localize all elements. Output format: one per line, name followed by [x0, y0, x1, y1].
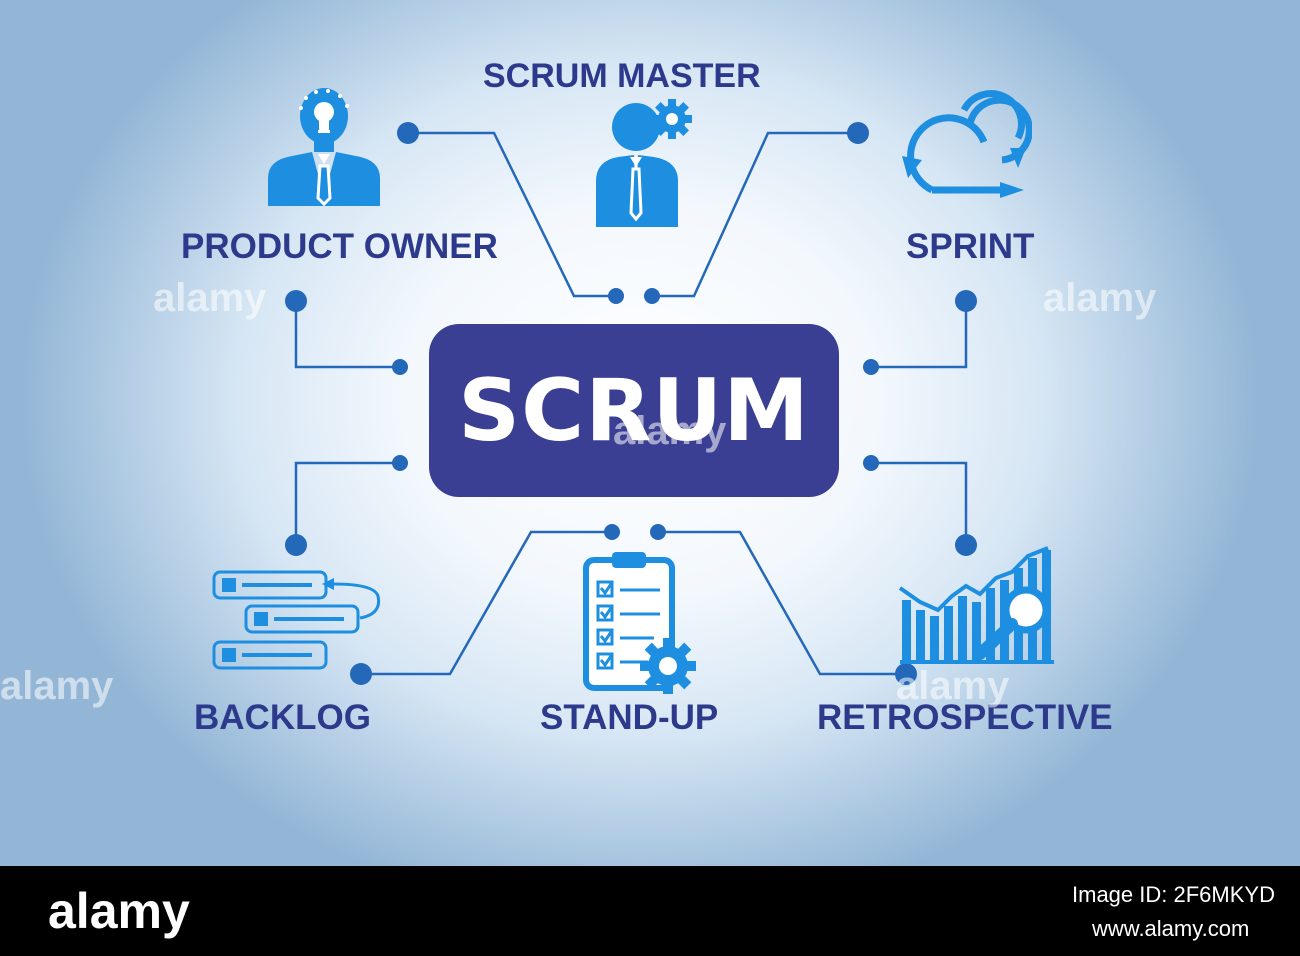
checklist-gear-icon: [583, 552, 696, 694]
connector-dot: [863, 455, 879, 471]
connector-dot: [895, 663, 917, 685]
connector-dot: [644, 288, 660, 304]
connector-dot: [847, 122, 869, 144]
connector-dot: [955, 290, 977, 312]
watermark: alamy: [613, 409, 727, 453]
connector-sprint: [871, 301, 968, 369]
connector-retrospective-bottom: [658, 530, 906, 676]
watermark: alamy: [0, 664, 114, 708]
scrum-diagram-canvas: SCRUM MASTER PRODUCT OWNER SPRINT BACKLO…: [0, 0, 1300, 866]
brand-logo: alamy: [48, 883, 190, 939]
connector-dot: [863, 359, 879, 375]
image-id-text: Image ID: 2F6MKYD: [1072, 882, 1275, 907]
stand-up-label: STAND-UP: [540, 698, 719, 737]
connector-dot: [392, 359, 408, 375]
person-gear-icon: [596, 99, 692, 227]
connector-dot: [608, 288, 624, 304]
connector-backlog: [294, 461, 400, 545]
person-lightbulb-icon: [268, 88, 380, 206]
connector-dot: [397, 122, 419, 144]
connector-dot: [285, 290, 307, 312]
connector-product-owner: [408, 131, 616, 298]
chart-magnifier-icon: [898, 546, 1054, 664]
site-url: www.alamy.com: [1092, 916, 1250, 941]
scrum-center-box: SCRUM: [429, 324, 839, 497]
backlog-list-icon: [212, 570, 381, 670]
backlog-label: BACKLOG: [194, 698, 371, 737]
scrum-center-label: SCRUM: [458, 360, 810, 461]
connector-dot: [955, 534, 977, 556]
connector-lines: [285, 122, 977, 685]
product-owner-label: PRODUCT OWNER: [181, 227, 498, 266]
sprint-label: SPRINT: [906, 227, 1035, 266]
connector-dot: [650, 524, 666, 540]
connector-dot: [604, 524, 620, 540]
connector-dot: [350, 663, 372, 685]
sprint-loop-icon: [902, 90, 1032, 198]
connector-dot: [392, 455, 408, 471]
connector-dot: [285, 534, 307, 556]
connector-scrum-master: [652, 131, 858, 298]
connector-retrospective: [871, 461, 968, 545]
watermark: alamy: [153, 276, 267, 320]
watermark: alamy: [1043, 276, 1157, 320]
footer-bar: alamy Image ID: 2F6MKYD www.alamy.com: [0, 866, 1300, 956]
scrum-master-label: SCRUM MASTER: [483, 57, 761, 95]
connector-product-owner-box: [294, 301, 400, 369]
connector-stand-up: [361, 530, 612, 676]
retrospective-label: RETROSPECTIVE: [817, 698, 1113, 737]
watermark: alamy: [896, 664, 1010, 708]
